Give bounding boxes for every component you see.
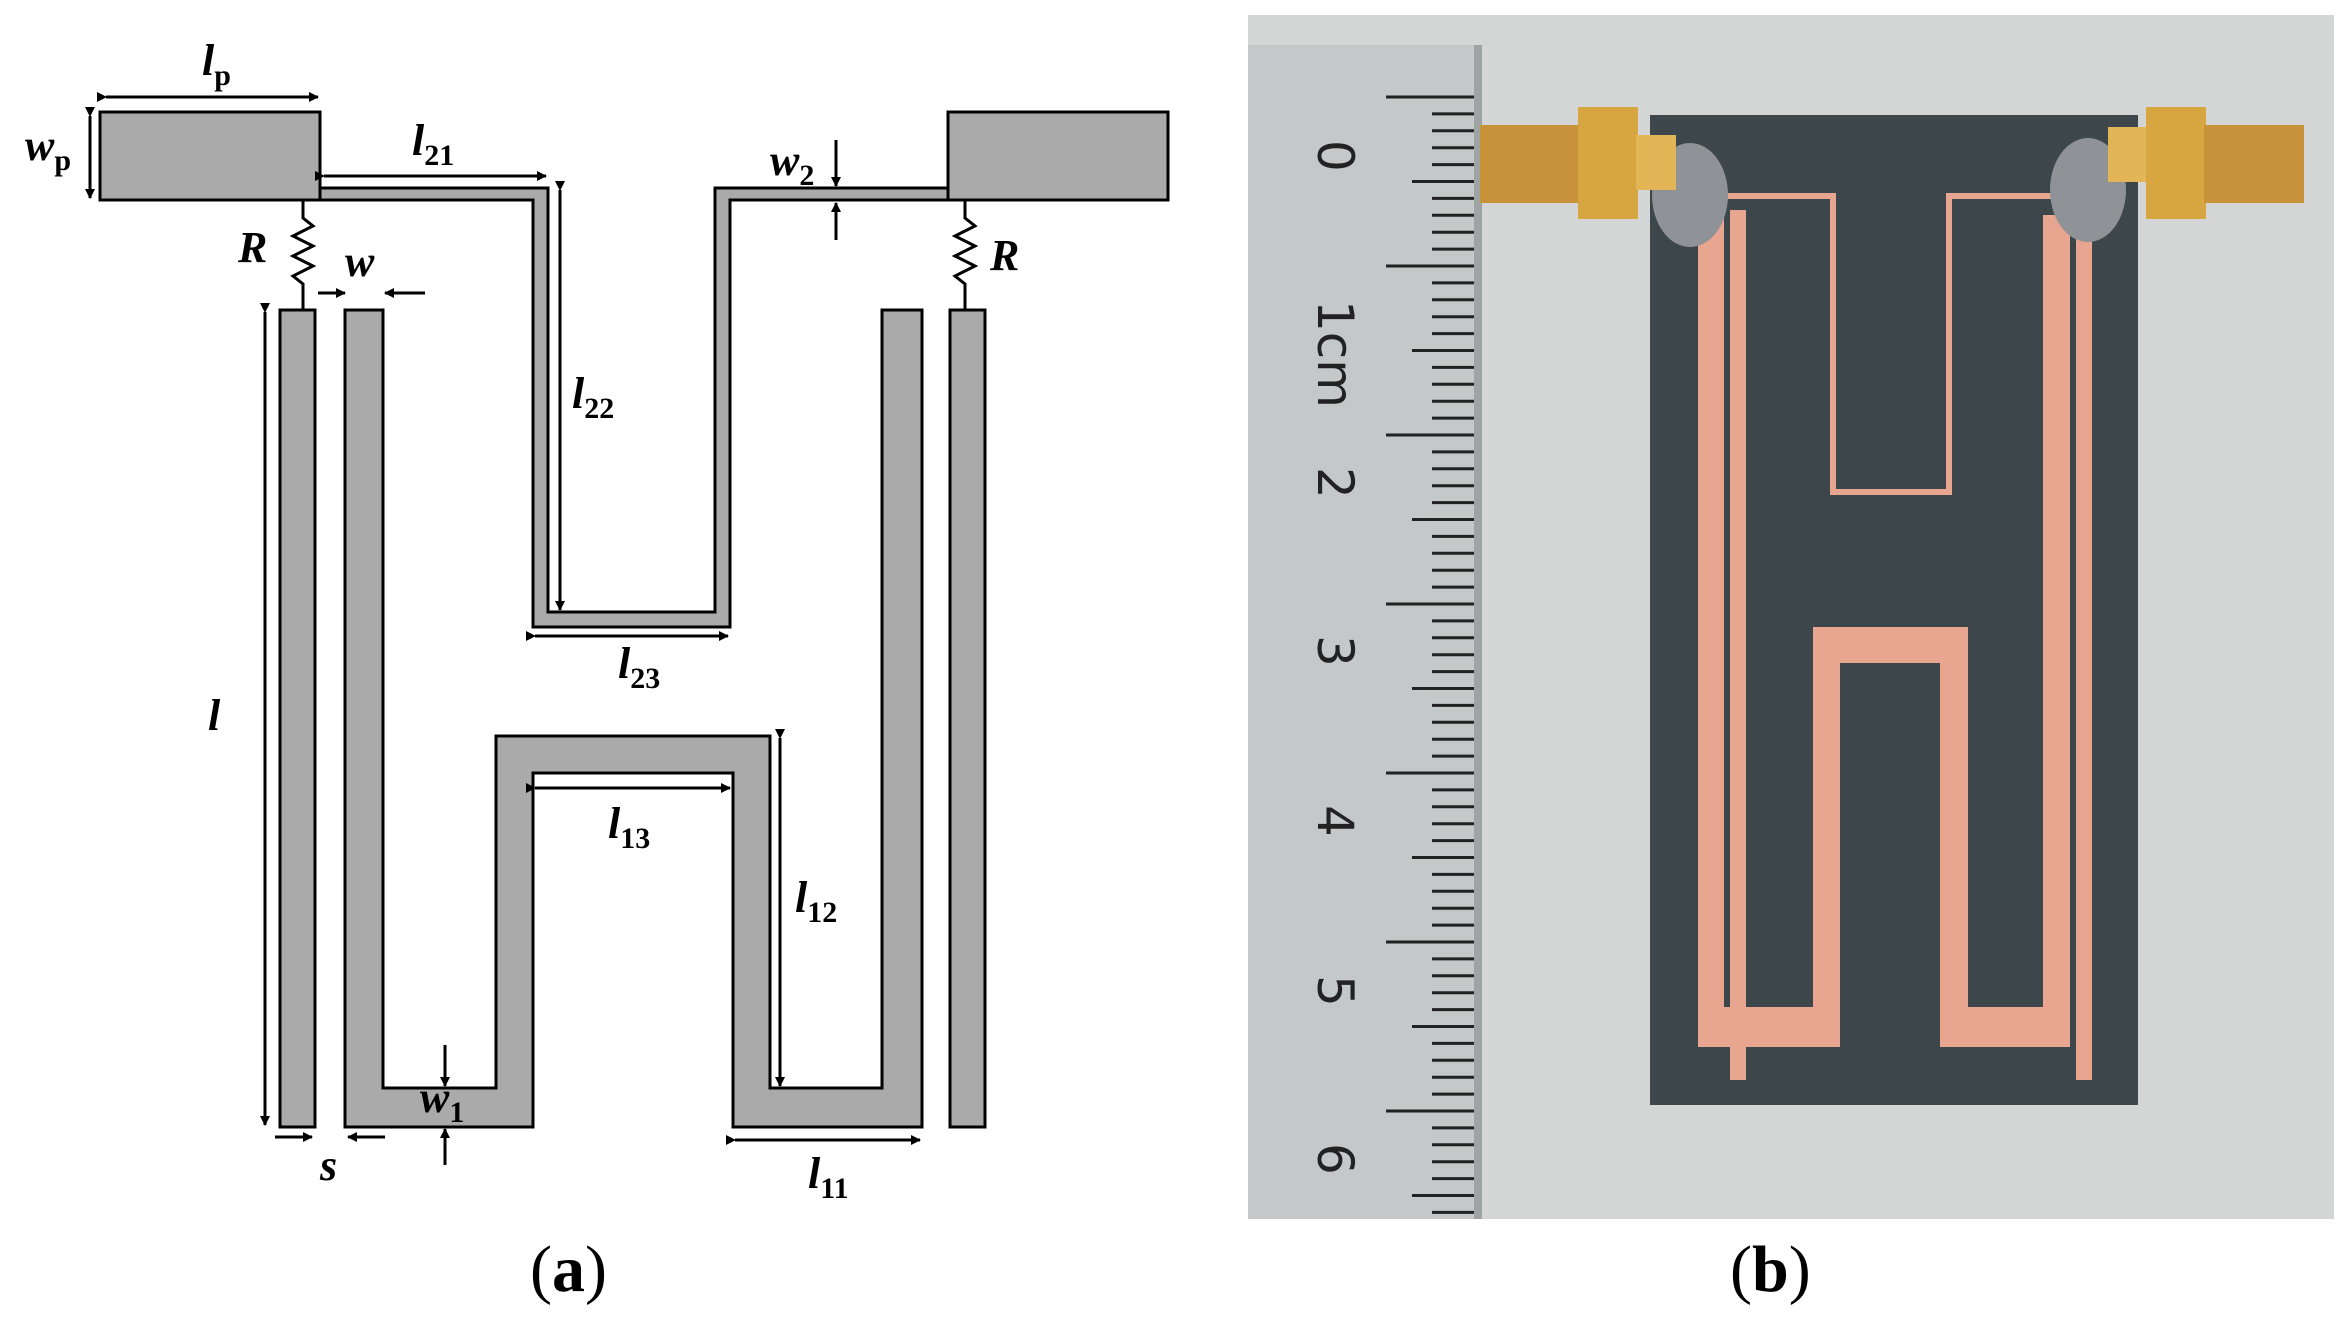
label-r-right: R: [989, 231, 1019, 280]
upper-stub-trace: [318, 186, 950, 629]
label-lp: lp: [202, 36, 231, 92]
label-l13: l13: [608, 799, 650, 855]
ruler: [1248, 45, 1480, 1219]
coupled-line-left: [278, 308, 317, 1129]
port-pad-left: [98, 110, 322, 202]
label-l22: l22: [572, 369, 614, 425]
caption-b: (b): [1730, 1233, 1811, 1306]
ruler-number-3: 3: [1306, 635, 1364, 667]
label-l11: l11: [808, 1149, 849, 1205]
ruler-number-5: 5: [1306, 975, 1364, 1007]
prototype-photo: 0 1cm 2 3 4 5 6: [1248, 15, 2334, 1219]
solder-right: [2050, 138, 2126, 242]
label-r-left: R: [237, 223, 267, 272]
label-w1: w1: [420, 1073, 464, 1129]
pcb-coupled-line-right: [2076, 210, 2092, 1080]
label-w: w: [345, 237, 375, 286]
label-l: l: [208, 691, 221, 740]
label-w2: w2: [770, 136, 814, 192]
label-s: s: [319, 1141, 337, 1190]
caption-a: (a): [530, 1233, 607, 1306]
label-l23: l23: [618, 639, 660, 695]
pcb-coupled-line-left: [1730, 210, 1746, 1080]
ruler-number-0: 0: [1306, 140, 1364, 172]
port-pad-right: [946, 110, 1170, 202]
sma-connector-left: [1480, 107, 1676, 219]
pcb-lower-meander: [1698, 215, 2070, 1047]
label-wp: wp: [25, 121, 71, 177]
resistor-left: [289, 200, 317, 310]
coupled-line-right: [948, 308, 987, 1129]
schematic-diagram: lp wp l21 w2 l22 l23 l13 l12 l11 w1 R R …: [25, 36, 1170, 1205]
sma-connector-right: [2108, 107, 2304, 219]
ruler-number-6: 6: [1306, 1143, 1364, 1175]
label-l12: l12: [795, 873, 837, 929]
resistor-right: [951, 200, 979, 310]
ruler-number-2: 2: [1306, 467, 1364, 499]
ruler-number-4: 4: [1306, 805, 1364, 837]
label-l21: l21: [412, 116, 454, 172]
lower-meander-trace: [343, 308, 924, 1129]
ruler-number-1cm: 1cm: [1306, 300, 1364, 408]
